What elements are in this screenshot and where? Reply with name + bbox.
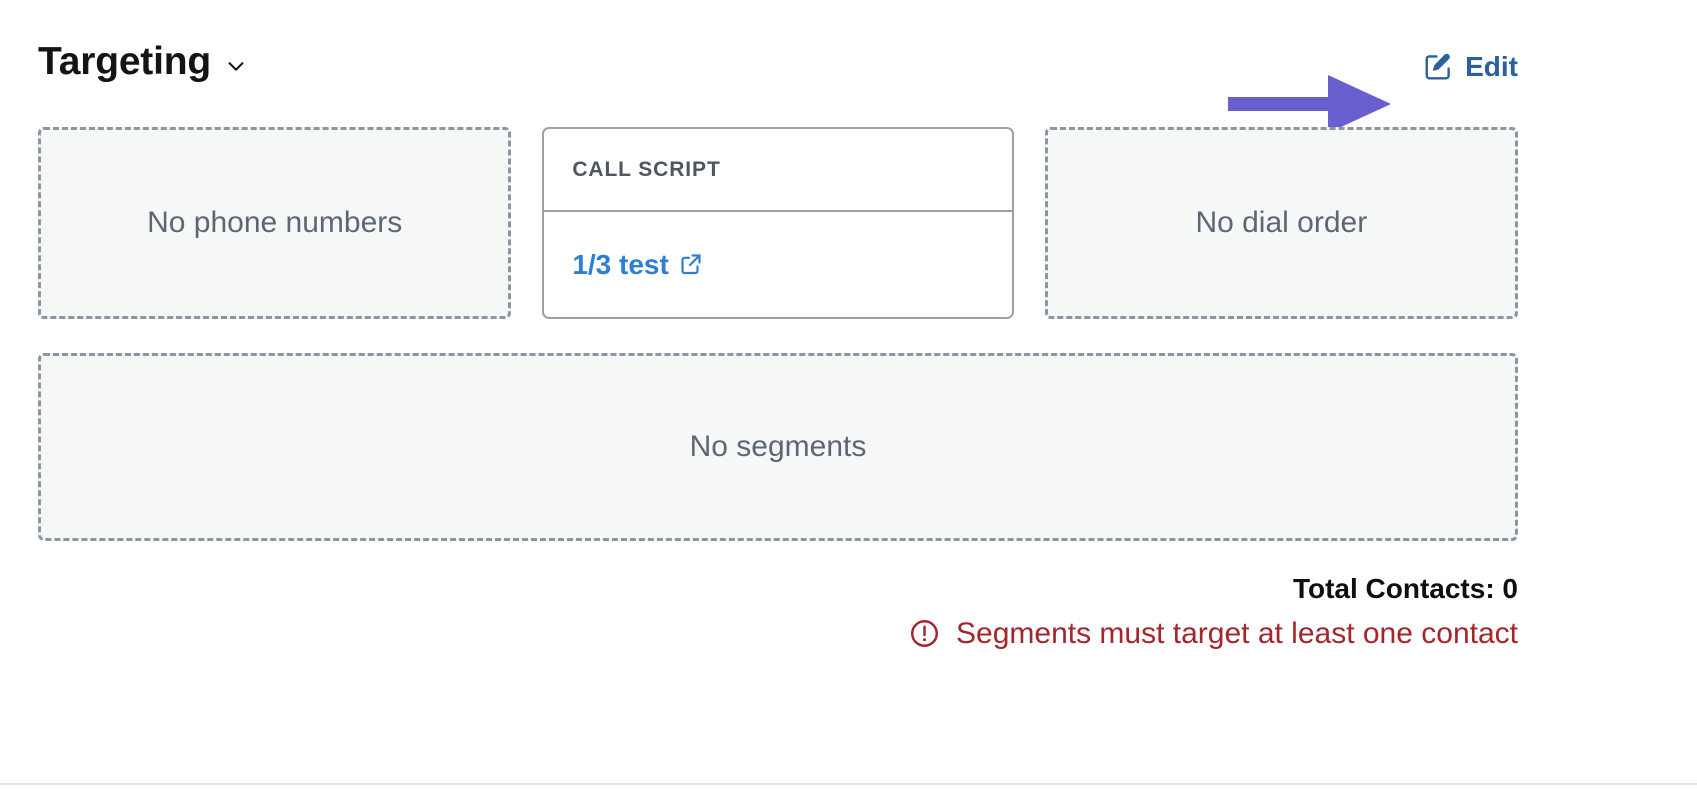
dial-order-empty-text: No dial order: [1195, 206, 1368, 239]
external-link-icon: [679, 252, 703, 276]
segments-placeholder[interactable]: No segments: [38, 353, 1518, 541]
segments-empty-text: No segments: [689, 430, 867, 463]
call-script-label: CALL SCRIPT: [572, 158, 721, 181]
targeting-cards-row: No phone numbers CALL SCRIPT 1/3 test: [38, 127, 1518, 319]
page-title: Targeting: [38, 40, 211, 83]
validation-error-text: Segments must target at least one contac…: [956, 616, 1518, 650]
validation-error: Segments must target at least one contac…: [909, 618, 1518, 649]
bottom-divider: [0, 783, 1697, 785]
call-script-card: CALL SCRIPT 1/3 test: [542, 127, 1014, 319]
dial-order-placeholder[interactable]: No dial order: [1044, 127, 1518, 319]
edit-pencil-square-icon: [1423, 52, 1453, 82]
edit-button[interactable]: Edit: [1423, 52, 1518, 82]
call-script-card-body: 1/3 test: [544, 212, 1011, 317]
call-script-card-header: CALL SCRIPT: [544, 129, 1012, 212]
call-script-link[interactable]: 1/3 test: [572, 248, 703, 280]
phone-numbers-empty-text: No phone numbers: [147, 206, 403, 239]
section-header: Targeting Edit: [38, 42, 1518, 133]
total-contacts-label: Total Contacts: 0: [1292, 573, 1518, 604]
chevron-down-icon[interactable]: [225, 55, 247, 77]
targeting-section-toggle[interactable]: Targeting: [38, 42, 247, 81]
phone-numbers-placeholder[interactable]: No phone numbers: [38, 127, 512, 319]
call-script-link-label: 1/3 test: [572, 248, 669, 280]
edit-button-label: Edit: [1465, 51, 1518, 82]
targeting-footer: Total Contacts: 0 Segments must target a…: [38, 575, 1518, 649]
exclamation-circle-icon: [909, 618, 940, 649]
